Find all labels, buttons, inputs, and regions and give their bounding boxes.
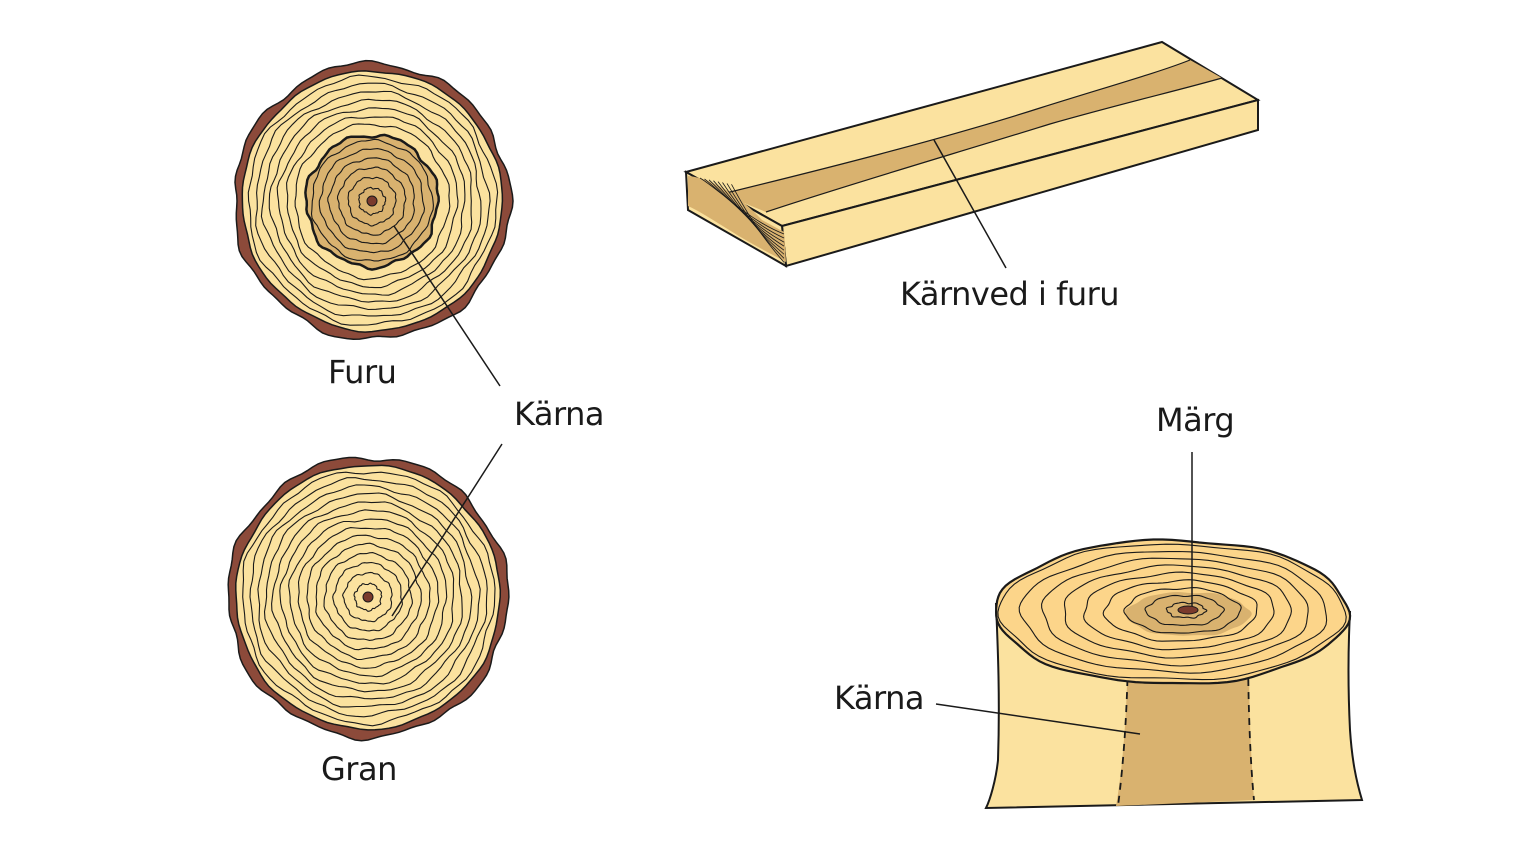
stump-ring	[1102, 579, 1258, 642]
leader-lines	[391, 139, 1193, 735]
growth-ring	[323, 552, 413, 641]
leader-stump-karna	[935, 703, 1141, 735]
stump-ring	[1165, 601, 1208, 619]
marg-label: Märg	[1156, 401, 1235, 439]
stump-ring	[1018, 550, 1328, 674]
growth-ring	[286, 116, 459, 289]
gran-cross-section	[227, 456, 510, 742]
growth-ring	[358, 186, 387, 216]
growth-ring	[297, 527, 440, 669]
growth-ring	[336, 166, 407, 236]
leader-furu-karna	[393, 225, 501, 387]
growth-ring	[310, 138, 434, 262]
growth-ring	[263, 492, 473, 700]
growth-ring	[257, 484, 481, 708]
streak-edge	[721, 59, 1191, 195]
growth-ring	[315, 542, 422, 651]
stump-ring	[1083, 571, 1275, 651]
growth-ring	[268, 98, 473, 303]
growth-ring	[294, 123, 451, 281]
stump-ring	[1041, 557, 1309, 667]
stump-ring	[1144, 594, 1225, 626]
heartwood-streak	[722, 60, 1222, 212]
end-grain-line	[722, 182, 785, 255]
leader-karnved	[933, 139, 1007, 269]
growth-ring	[332, 561, 403, 632]
growth-ring	[347, 176, 397, 227]
growth-ring	[327, 157, 415, 245]
pine-plank	[683, 40, 1261, 268]
karna-label: Kärna	[514, 395, 605, 433]
growth-ring	[242, 471, 496, 727]
pith	[362, 591, 374, 603]
gran-label: Gran	[321, 750, 397, 788]
heartwood-boundary	[1247, 639, 1255, 801]
growth-ring	[247, 74, 499, 326]
stump-ring	[1063, 564, 1292, 659]
leader-gran-karna	[391, 443, 503, 617]
growth-ring	[318, 148, 426, 254]
heartwood-boundary	[1117, 639, 1129, 807]
growth-ring	[249, 477, 488, 718]
stump-pith	[1177, 605, 1199, 615]
stump-ring	[997, 543, 1347, 681]
furu-label: Furu	[328, 353, 397, 391]
growth-ring	[342, 571, 393, 623]
end-grain-line	[731, 184, 785, 263]
tree-stump	[984, 538, 1364, 810]
furu-cross-section	[234, 59, 514, 340]
growth-ring	[353, 582, 383, 612]
growth-ring	[288, 518, 448, 678]
growth-ring	[306, 534, 431, 661]
pith	[366, 195, 378, 207]
growth-ring	[279, 509, 455, 685]
growth-ring	[260, 90, 482, 311]
growth-ring	[255, 82, 491, 317]
stump-karna-label: Kärna	[834, 679, 925, 717]
karnved-label: Kärnved i furu	[900, 275, 1120, 313]
end-grain-line	[726, 183, 785, 259]
streak-edge	[765, 77, 1223, 213]
growth-ring	[271, 501, 463, 693]
end-heartwood	[688, 176, 786, 262]
growth-ring	[276, 107, 466, 296]
stump-ring	[1123, 587, 1242, 634]
